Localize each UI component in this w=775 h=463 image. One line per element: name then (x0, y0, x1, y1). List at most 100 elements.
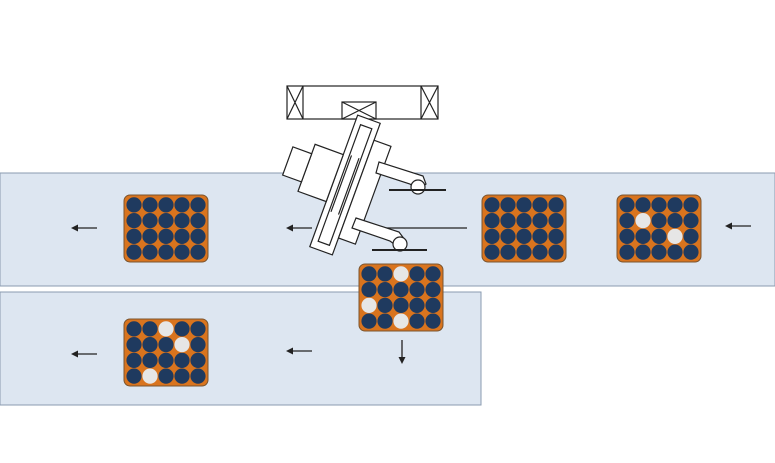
bottle (500, 228, 516, 244)
bottle (190, 321, 206, 337)
suction-cup-icon (410, 179, 426, 195)
bottle (377, 266, 393, 282)
bottle (126, 352, 142, 368)
bottle (500, 197, 516, 213)
bottle (126, 213, 142, 229)
bottle (409, 297, 425, 313)
bottle (548, 197, 564, 213)
bottle (619, 213, 635, 229)
bottle (409, 313, 425, 329)
arrow-left-icon (286, 347, 312, 355)
bottle (683, 213, 699, 229)
bottle (190, 352, 206, 368)
lower-reject-tray (123, 318, 209, 387)
bottle (651, 197, 667, 213)
upper-output-tray (123, 194, 209, 263)
bottle (190, 197, 206, 213)
bottle (190, 213, 206, 229)
bottle (635, 228, 651, 244)
bottle (158, 213, 174, 229)
bottle (635, 244, 651, 260)
bottle (158, 337, 174, 353)
bottle (377, 313, 393, 329)
upper-input-tray-full (481, 194, 567, 263)
bottle (667, 244, 683, 260)
bottle (174, 352, 190, 368)
bottle (190, 228, 206, 244)
bottle (516, 197, 532, 213)
bottle (142, 197, 158, 213)
bottle (393, 282, 409, 298)
bottle (425, 282, 441, 298)
bottle (667, 213, 683, 229)
tray-layer (123, 194, 702, 387)
gripper-arm-upper (375, 161, 467, 229)
rail-end-cross-icon (286, 85, 439, 120)
bottle (635, 197, 651, 213)
bottle (361, 266, 377, 282)
bottle (516, 228, 532, 244)
bottle (425, 297, 441, 313)
bottle (484, 197, 500, 213)
arrow-down-icon (398, 340, 406, 364)
bottle (651, 244, 667, 260)
bottle (142, 213, 158, 229)
bottle (393, 297, 409, 313)
bottle (126, 337, 142, 353)
bottle (190, 244, 206, 260)
bottle (142, 337, 158, 353)
bottle (126, 228, 142, 244)
bottle (532, 197, 548, 213)
bottle (532, 244, 548, 260)
bottle (409, 266, 425, 282)
bottle (484, 213, 500, 229)
arrow-left-icon (71, 350, 97, 358)
bottle (174, 197, 190, 213)
bottle (190, 368, 206, 384)
bottle (142, 321, 158, 337)
bottle (174, 213, 190, 229)
bottle (158, 352, 174, 368)
bottle (142, 244, 158, 260)
reject-tray-on-transfer (358, 263, 444, 332)
empty-slot (635, 213, 651, 229)
bottle (651, 213, 667, 229)
bottle (548, 213, 564, 229)
arrow-left-icon (286, 224, 312, 232)
bottle (174, 228, 190, 244)
bottle (126, 321, 142, 337)
bottle (516, 244, 532, 260)
bottle (500, 213, 516, 229)
bottle (500, 244, 516, 260)
robot-gripper-head (281, 114, 392, 256)
bottle (683, 228, 699, 244)
bottle (619, 244, 635, 260)
bottle (126, 368, 142, 384)
bottle (683, 197, 699, 213)
bottle (158, 197, 174, 213)
bottle (158, 244, 174, 260)
bottle (532, 213, 548, 229)
suction-cup-icon (392, 236, 408, 252)
arrow-left-icon (725, 222, 751, 230)
bottle (190, 337, 206, 353)
empty-slot (142, 368, 158, 384)
bottle (377, 297, 393, 313)
empty-slot (393, 313, 409, 329)
bottle (651, 228, 667, 244)
bottle (548, 228, 564, 244)
bottle (548, 244, 564, 260)
empty-slot (667, 228, 683, 244)
bottle (174, 244, 190, 260)
flow-arrows (71, 222, 751, 364)
arrow-left-icon (71, 224, 97, 232)
bottle (142, 228, 158, 244)
bottle (425, 313, 441, 329)
bottle (174, 368, 190, 384)
bottle (683, 244, 699, 260)
bottle (484, 244, 500, 260)
bottle (619, 228, 635, 244)
upper-input-tray-defective (616, 194, 702, 263)
empty-slot (158, 321, 174, 337)
